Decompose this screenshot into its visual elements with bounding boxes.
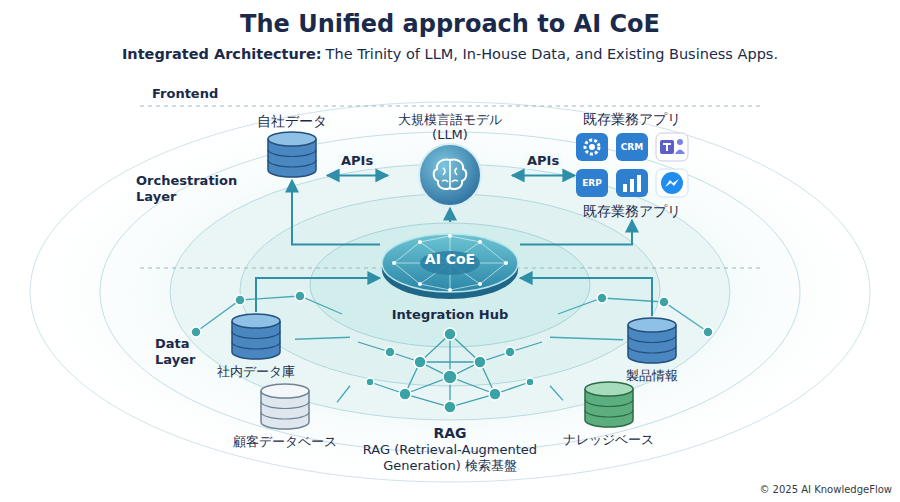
database: 社内データ庫	[217, 312, 295, 380]
rag-network: RAGRAG (Retrieval-Augmented Generation) …	[350, 322, 550, 474]
edge-label: APIs	[338, 153, 376, 169]
node-label: ナレッジベース	[563, 432, 654, 448]
app-icon-shape	[655, 132, 689, 162]
subtitle: Integrated Architecture:	[122, 44, 322, 64]
node-label: 顧客データベース	[233, 434, 337, 450]
network-link	[295, 337, 350, 339]
app-icon	[655, 132, 689, 162]
database-icon	[263, 130, 321, 180]
hub-disk: AI CoE	[380, 222, 520, 302]
subtitle-line: Integrated Architecture:The Trinity of L…	[0, 44, 900, 64]
hub-title: AI CoE	[425, 250, 475, 268]
api-arrow	[256, 278, 380, 312]
api-arrow	[520, 278, 652, 316]
api-arrow	[449, 208, 451, 222]
api-arrow	[512, 174, 575, 176]
api-arrow	[327, 174, 388, 176]
node-label: 製品情報	[626, 368, 678, 384]
app-icon-shape	[655, 168, 689, 198]
node-heading: 既存業務アプリ	[583, 110, 681, 128]
layer-label: Frontend	[152, 86, 218, 102]
api-arrow	[520, 220, 632, 244]
network-link	[550, 337, 623, 340]
app-icon: CRM	[615, 132, 649, 162]
data-store: 自社データ	[257, 112, 327, 180]
node-heading: RAG	[433, 424, 466, 442]
node-label: 社内データ庫	[217, 364, 295, 380]
title: The Unified approach to AI CoE	[0, 9, 900, 39]
node-heading: 大規模言語モデル (LLM)	[388, 112, 512, 142]
node-heading: Integration Hub	[392, 306, 508, 324]
database: ナレッジベース	[563, 380, 654, 448]
integration-hub: AI CoE Integration Hub	[380, 222, 520, 324]
rag-network-shape	[350, 322, 550, 422]
app-grid: CRM ERP	[575, 132, 689, 198]
database: 製品情報	[623, 316, 681, 384]
app-icon-label: CRM	[621, 142, 644, 152]
llm-circle: 大規模言語モデル (LLM)	[388, 112, 512, 208]
subtitle: The Trinity of LLM, In-House Data, and E…	[326, 44, 778, 64]
api-arrow	[292, 180, 380, 244]
database-icon	[623, 316, 681, 366]
copyright: © 2025 AI KnowledgeFlow	[759, 484, 892, 496]
network-link	[550, 386, 563, 401]
layer-label: Orchestration Layer	[136, 173, 231, 205]
edge-label: APIs	[524, 153, 562, 169]
app-icon: ERP	[575, 168, 609, 198]
llm-icon	[417, 142, 483, 208]
app-icon	[655, 168, 689, 198]
database: 顧客データベース	[233, 382, 337, 450]
app-icon-shape	[575, 132, 609, 162]
app-icon	[575, 132, 609, 162]
node-heading: 自社データ	[257, 112, 327, 130]
app-icon-label: ERP	[582, 178, 602, 188]
app-group: 既存業務アプリ CRM ERP 既存業務アプリ	[575, 110, 689, 220]
app-icon	[615, 168, 649, 198]
network-link	[337, 386, 350, 403]
layer-label: Data Layer	[155, 336, 205, 368]
app-icon-shape	[615, 168, 649, 198]
database-icon	[227, 312, 285, 362]
node-heading: 既存業務アプリ	[583, 202, 681, 220]
database-icon	[580, 380, 638, 430]
database-icon	[256, 382, 314, 432]
node-label: RAG (Retrieval-Augmented Generation) 検索基…	[350, 442, 550, 474]
